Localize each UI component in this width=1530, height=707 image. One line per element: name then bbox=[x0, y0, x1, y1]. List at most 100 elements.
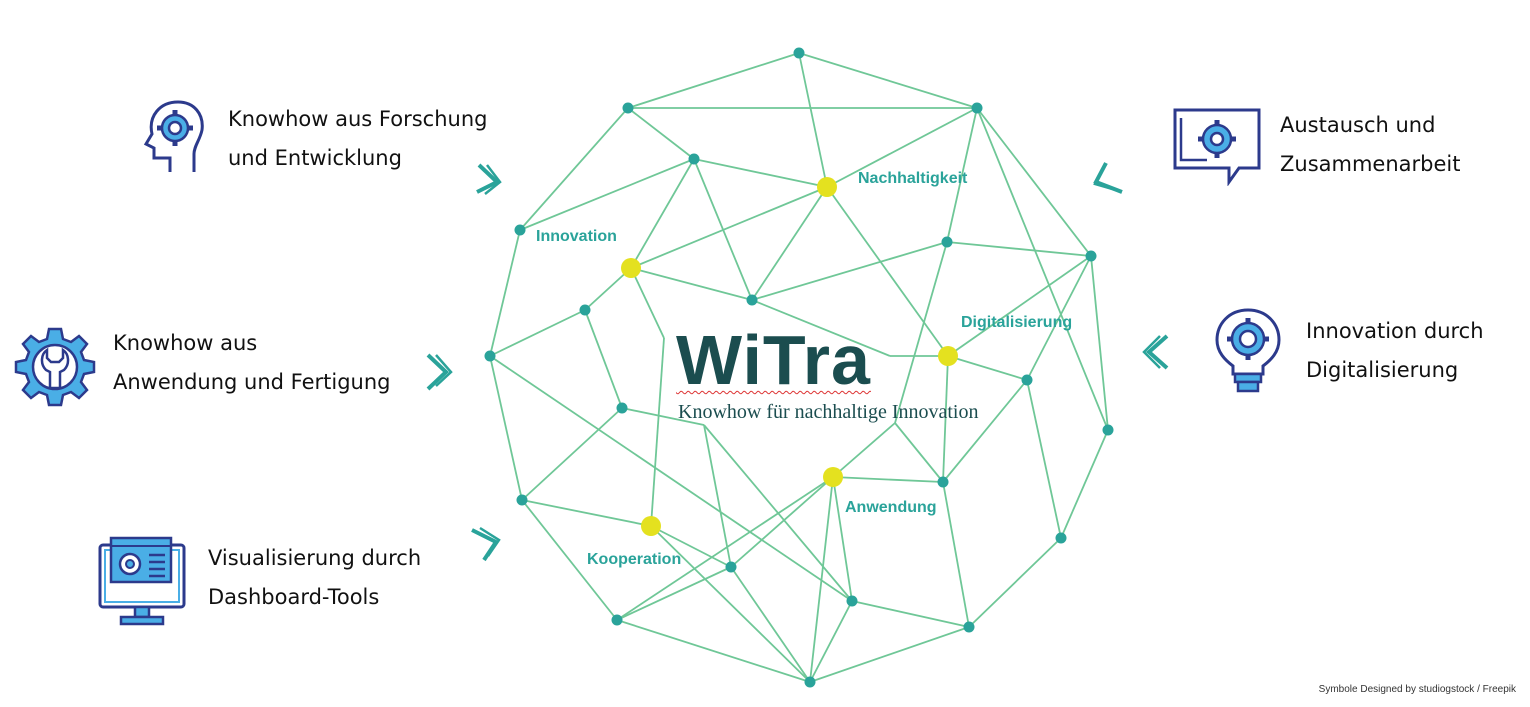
net-label-anwendung: Anwendung bbox=[845, 499, 937, 516]
network-node bbox=[1055, 532, 1067, 544]
network-edge bbox=[693, 158, 828, 188]
network-node bbox=[746, 294, 758, 306]
network-edge bbox=[521, 407, 623, 501]
network-edge bbox=[584, 267, 632, 311]
network-edge bbox=[751, 241, 948, 301]
network-edge bbox=[894, 241, 948, 424]
network-nodes bbox=[484, 47, 1114, 688]
page-subtitle: Knowhow für nachhaltige Innovation bbox=[678, 401, 979, 423]
network-node bbox=[804, 676, 816, 688]
network-edge bbox=[751, 299, 891, 357]
network-edge bbox=[519, 158, 695, 231]
network-edge bbox=[1026, 379, 1062, 539]
network-edge bbox=[946, 241, 1092, 257]
label-anwendung-fertigung: Knowhow aus Anwendung und Fertigung bbox=[113, 324, 391, 402]
network-node bbox=[1085, 250, 1097, 262]
network-edges bbox=[489, 52, 1109, 683]
network-node bbox=[514, 224, 526, 236]
network-edge bbox=[942, 355, 949, 483]
network-edge bbox=[489, 355, 523, 501]
network-hub-node bbox=[823, 467, 843, 487]
network-edge bbox=[627, 107, 695, 160]
network-edge bbox=[489, 355, 853, 602]
network-edge bbox=[832, 476, 944, 483]
network-edge bbox=[621, 407, 705, 426]
network-node bbox=[616, 402, 628, 414]
network-node bbox=[622, 102, 634, 114]
net-label-innovation: Innovation bbox=[536, 228, 617, 245]
label-line: und Entwicklung bbox=[228, 146, 402, 170]
label-forschung: Knowhow aus Forschung und Entwicklung bbox=[228, 100, 487, 178]
network-node bbox=[971, 102, 983, 114]
credit-text: Symbole Designed by studiogstock / Freep… bbox=[1318, 684, 1516, 695]
network-edge bbox=[894, 422, 944, 483]
network-edge bbox=[942, 481, 970, 628]
network-edge bbox=[1026, 255, 1092, 381]
net-label-kooperation: Kooperation bbox=[587, 551, 682, 568]
network-node bbox=[793, 47, 805, 59]
label-line: Digitalisierung bbox=[1306, 358, 1459, 382]
network-edge bbox=[650, 525, 811, 683]
network-edge bbox=[616, 476, 834, 621]
network-edge bbox=[976, 107, 1092, 257]
network-edge bbox=[616, 566, 732, 621]
network-edge bbox=[809, 626, 970, 683]
label-line: Visualisierung durch bbox=[208, 546, 422, 570]
network-edge bbox=[521, 499, 652, 527]
network-edge bbox=[947, 255, 1092, 357]
gear-wrench-icon bbox=[14, 327, 96, 407]
network-edge bbox=[703, 424, 732, 568]
network-edge bbox=[489, 309, 586, 357]
lightbulb-gear-icon bbox=[1215, 308, 1281, 393]
chat-gear-icon bbox=[1173, 108, 1261, 186]
network-edge bbox=[630, 267, 665, 339]
network-edge bbox=[851, 600, 970, 628]
network-edge bbox=[584, 309, 623, 409]
network-edge bbox=[630, 186, 828, 269]
chevron-left-icon bbox=[1142, 334, 1169, 370]
network-edge bbox=[826, 107, 978, 188]
network-edge bbox=[630, 158, 695, 269]
label-line: Dashboard-Tools bbox=[208, 585, 380, 609]
page-title: WiTra bbox=[676, 321, 871, 399]
monitor-dashboard-icon bbox=[98, 536, 186, 626]
net-label-nachhaltigkeit: Nachhaltigkeit bbox=[858, 170, 968, 187]
network-edge bbox=[968, 537, 1062, 628]
network-edge bbox=[832, 422, 896, 478]
network-edge bbox=[521, 499, 618, 621]
network-edge bbox=[751, 186, 828, 301]
network-edge bbox=[798, 52, 828, 188]
network-edge bbox=[627, 52, 800, 109]
network-hub-node bbox=[938, 346, 958, 366]
network-node bbox=[611, 614, 623, 626]
label-line: Austausch und bbox=[1280, 113, 1436, 137]
network-edge bbox=[826, 186, 949, 357]
network-node bbox=[937, 476, 949, 488]
label-line: Zusammenarbeit bbox=[1280, 152, 1461, 176]
chevron-right-icon bbox=[476, 163, 502, 195]
network-edge bbox=[630, 267, 753, 301]
network-node bbox=[846, 595, 858, 607]
network-edge bbox=[650, 337, 665, 527]
network-edge bbox=[946, 107, 978, 243]
network-edge bbox=[809, 600, 853, 683]
network-edge bbox=[1090, 255, 1109, 431]
network-edge bbox=[1060, 429, 1109, 539]
network-edge bbox=[832, 476, 853, 602]
label-line: Anwendung und Fertigung bbox=[113, 370, 391, 394]
network-edge bbox=[616, 619, 811, 683]
chevron-right-icon bbox=[426, 353, 453, 391]
label-line: Knowhow aus bbox=[113, 331, 258, 355]
label-austausch: Austausch und Zusammenarbeit bbox=[1280, 106, 1460, 184]
network-node bbox=[963, 621, 975, 633]
network-edge bbox=[489, 229, 521, 357]
network-edge bbox=[650, 525, 732, 568]
network-edge bbox=[798, 52, 978, 109]
chevron-right-icon bbox=[471, 526, 501, 562]
network-node bbox=[941, 236, 953, 248]
label-line: Innovation durch bbox=[1306, 319, 1484, 343]
network-edge bbox=[976, 107, 1109, 431]
network-edge bbox=[730, 566, 811, 683]
network-node bbox=[516, 494, 528, 506]
